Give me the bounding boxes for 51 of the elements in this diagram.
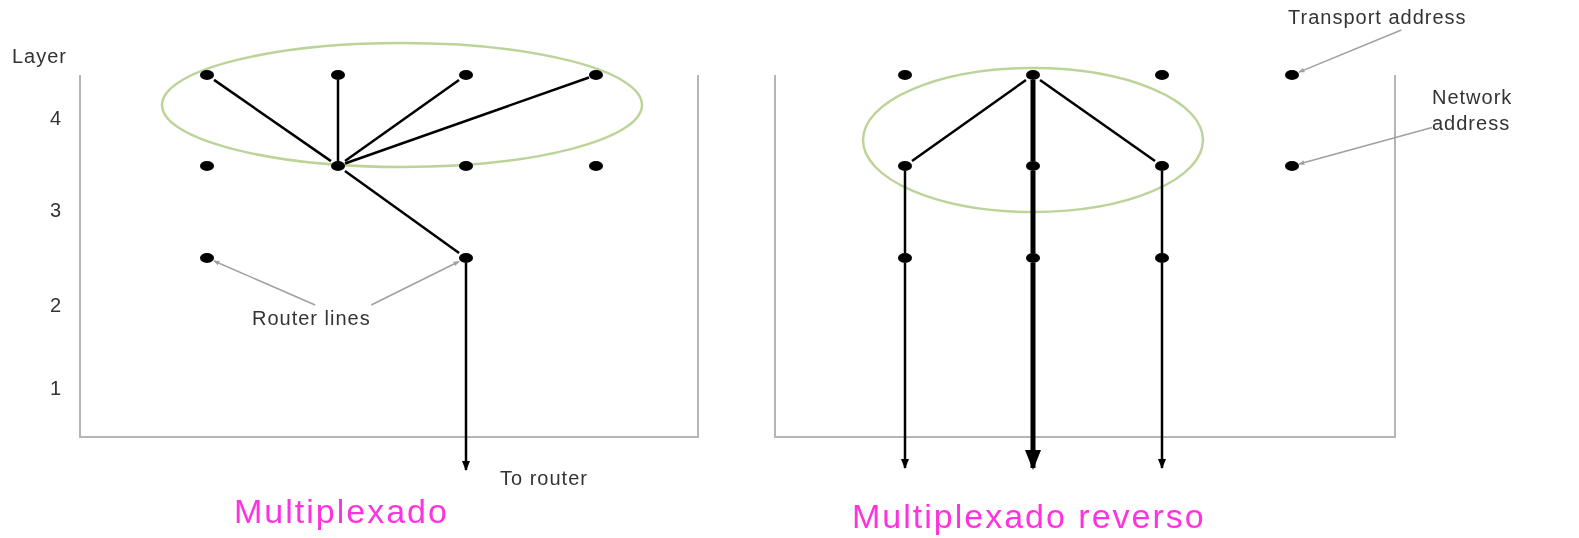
address-dot [459, 70, 473, 80]
address-dot [898, 70, 912, 80]
address-dot [200, 161, 214, 171]
callout-text: Router lines [252, 305, 438, 331]
address-dot [459, 161, 473, 171]
address-dot [1285, 161, 1299, 171]
address-dot [589, 161, 603, 171]
arrow-caption: To router [500, 466, 588, 490]
axis-label: 4 [50, 106, 63, 130]
connector-line [911, 78, 1027, 163]
address-dot [1026, 70, 1040, 80]
address-dot [589, 70, 603, 80]
connector-line [1030, 171, 1036, 253]
axis-title: Layer [12, 44, 68, 68]
address-dot [1026, 253, 1040, 263]
axis-label: 1 [50, 376, 63, 400]
leader-arrow [1298, 126, 1433, 165]
connector-line [213, 78, 332, 163]
axis-label: 3 [50, 198, 63, 222]
axis-label: 2 [50, 293, 63, 317]
address-dot [1285, 70, 1299, 80]
callout-text: Network address [1432, 84, 1552, 138]
address-dot [459, 253, 473, 263]
connector-line [344, 170, 460, 254]
connector-line [1030, 80, 1036, 161]
leader-arrow [370, 260, 460, 306]
connector-line [336, 80, 340, 161]
arrow [462, 263, 470, 471]
panel-title: Multiplexado reverso [852, 496, 1206, 536]
connector-line [903, 171, 907, 253]
arrow [1158, 263, 1166, 469]
arrow [1025, 263, 1041, 470]
leader-arrow [213, 260, 316, 306]
address-dot [1026, 161, 1040, 171]
connector-line [1160, 171, 1164, 253]
address-dot [898, 161, 912, 171]
address-dot [1155, 253, 1169, 263]
callout-text: Transport address [1288, 4, 1578, 30]
connector-line [344, 76, 590, 165]
leader-arrow [1298, 29, 1403, 73]
address-dot [331, 70, 345, 80]
address-dot [200, 70, 214, 80]
address-dot [331, 161, 345, 171]
connector-line [1039, 78, 1156, 163]
address-dot [1155, 161, 1169, 171]
address-dot [1155, 70, 1169, 80]
address-dot [898, 253, 912, 263]
connector-line [344, 78, 460, 163]
address-dot [200, 253, 214, 263]
panel-title: Multiplexado [234, 491, 449, 531]
arrow [901, 263, 909, 469]
